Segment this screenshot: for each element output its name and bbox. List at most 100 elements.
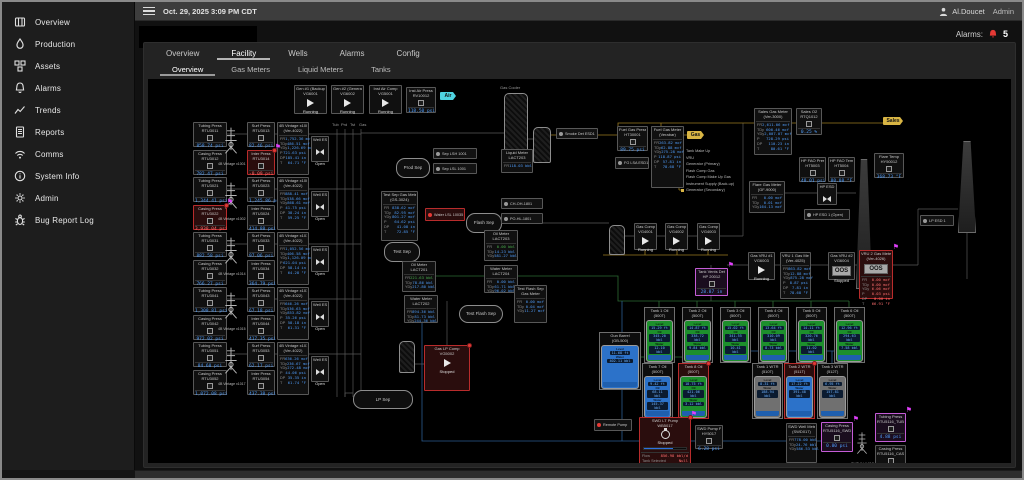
well-1-esd-valve[interactable]: Well ESDOpen (311, 136, 329, 166)
tab-wells[interactable]: Wells (288, 49, 308, 58)
well-3-esd-valve[interactable]: Well ESDOpen (311, 246, 329, 276)
hp-fao-press[interactable]: HP FAO PressHT500348.01 psi (799, 157, 826, 184)
subtab-liquid-meters[interactable]: Liquid Meters (298, 65, 344, 74)
well-2-esd-valve[interactable]: Well ESDOpen (311, 191, 329, 221)
sep-lsh-note[interactable]: Sep LSH 1001 (433, 148, 477, 159)
ch-oh-note[interactable]: CH-OH-1801 (501, 198, 543, 209)
gas-comp-2[interactable]: Gas Comp #2VG4002Running (665, 223, 688, 252)
sep-lsl-note[interactable]: Sep LSL 1001 (433, 163, 477, 174)
user-menu[interactable]: Al.Doucet Admin (939, 7, 1014, 16)
sidebar-item-overview[interactable]: Overview (2, 11, 134, 33)
fg-esd-note[interactable]: FG LSA ESD1 (615, 157, 649, 169)
sidebar-item-trends[interactable]: Trends (2, 99, 134, 121)
lp-esd-note[interactable]: LP ESD 1 (920, 215, 954, 226)
tab-config[interactable]: Config (396, 49, 420, 58)
gas-comp-3[interactable]: Gas Comp #3VG4003Running (697, 223, 720, 252)
hp-esd-valve[interactable]: HP ESDOpen (817, 183, 837, 213)
smoke-det-esd[interactable]: Smoke Det ESD1 (556, 128, 598, 139)
sidebar-item-alarms[interactable]: Alarms (2, 77, 134, 99)
remote-pump-note[interactable]: Remote Pump (594, 419, 632, 431)
po-hl-note[interactable]: PO-HL-1801 (501, 213, 543, 224)
gas-comp-1[interactable]: Gas Comp #1VG4001Running (634, 223, 657, 252)
sidebar-item-reports[interactable]: Reports (2, 121, 134, 143)
well-4-esd-valve[interactable]: Well ESDOpen (311, 301, 329, 331)
sidebar-item-comms[interactable]: Comms (2, 143, 134, 165)
sidebar-item-admin[interactable]: Admin (2, 187, 134, 209)
water-lsl-alarm[interactable]: Water LSL 10035 (425, 208, 465, 221)
sidebar-item-bug-report-log[interactable]: Bug Report Log (2, 209, 134, 231)
well-3-gas-meter[interactable]: 4B Vintage x1014(Ver-4022)FR1,052.56 mcf… (277, 232, 315, 285)
tab-overview[interactable]: Overview (166, 49, 200, 58)
sidebar-item-production[interactable]: Production (2, 33, 134, 55)
hp-esd-note[interactable]: HP ESD 1 (Open) (804, 209, 850, 220)
well-5-esd-valve[interactable]: Well ESDOpen (311, 356, 329, 386)
subtab-tanks[interactable]: Tanks (371, 65, 391, 74)
subtab-gas-meters[interactable]: Gas Meters (231, 65, 271, 74)
well-1-gas-meter[interactable]: 4B Vintage x1001(Ver-4022)FR1,752.36 mcf… (277, 122, 315, 175)
sidebar-item-system-info[interactable]: System Info (2, 165, 134, 187)
sidebar-item-assets[interactable]: Assets (2, 55, 134, 77)
swd-pump-press[interactable]: SWD Pump PressHY50176.28 psi (695, 425, 723, 452)
alarm-summary[interactable]: Alarms: 5 (956, 29, 1008, 39)
subtab-overview[interactable]: Overview (160, 62, 216, 76)
menu-icon[interactable] (143, 6, 155, 16)
